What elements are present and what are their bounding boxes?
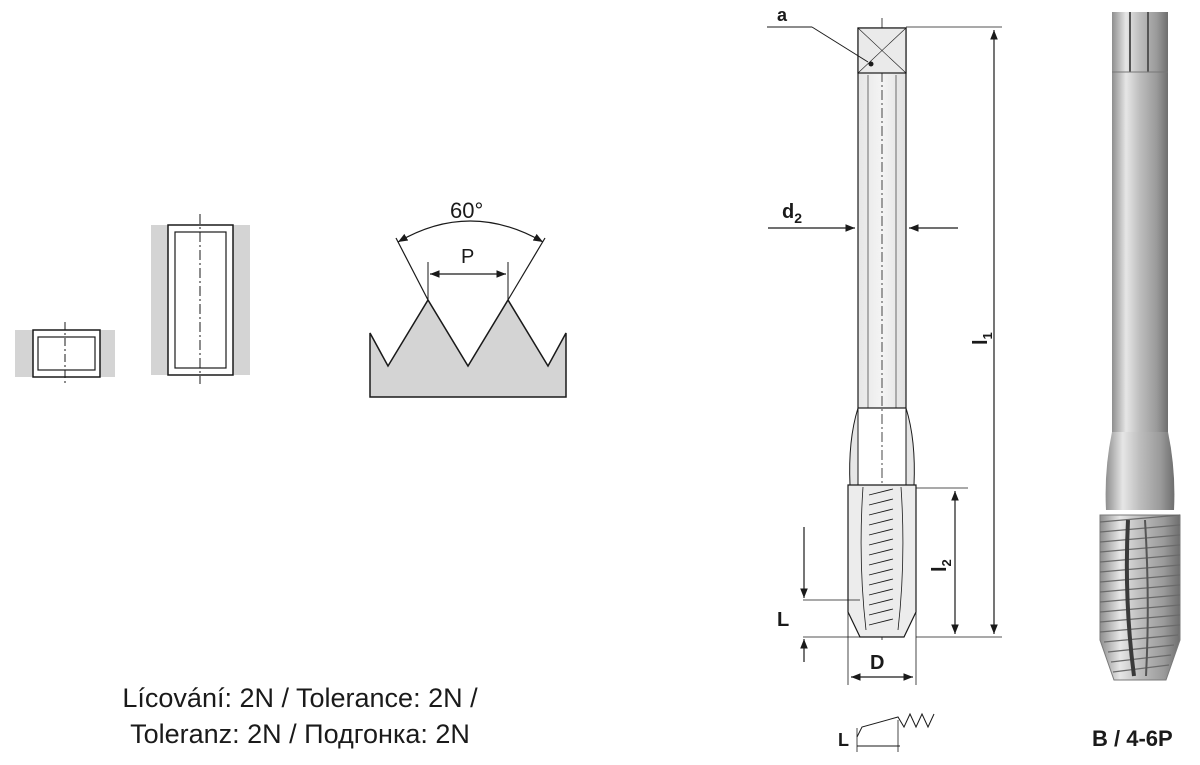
small-hole-section — [15, 322, 115, 385]
dim-a-label: a — [777, 5, 788, 25]
dim-D-label: D — [870, 652, 884, 674]
pitch-label: P — [461, 246, 474, 268]
tap-drawing: a d2 l1 l2 L D L — [767, 5, 1002, 752]
tap-photo — [1099, 12, 1181, 681]
dim-l1-label: l1 — [970, 332, 995, 345]
dim-l2-label: l2 — [929, 559, 954, 572]
photo-thread-teeth — [1099, 514, 1181, 673]
dim-L-label: L — [777, 609, 789, 631]
product-code: B / 4-6P — [1092, 726, 1173, 751]
caption-line-1: Lícování: 2N / Tolerance: 2N / — [122, 683, 478, 713]
fit-tolerance-caption: Lícování: 2N / Tolerance: 2N / Toleranz:… — [40, 680, 560, 752]
tall-hole-section — [151, 214, 250, 384]
detail-L-label: L — [838, 730, 849, 750]
dim-d2-label: d2 — [782, 201, 802, 226]
thread-profile: 60° P — [369, 198, 567, 398]
angle-label: 60° — [450, 198, 483, 223]
thread-hatching — [868, 488, 894, 626]
caption-line-2: Toleranz: 2N / Подгонка: 2N — [130, 719, 470, 749]
